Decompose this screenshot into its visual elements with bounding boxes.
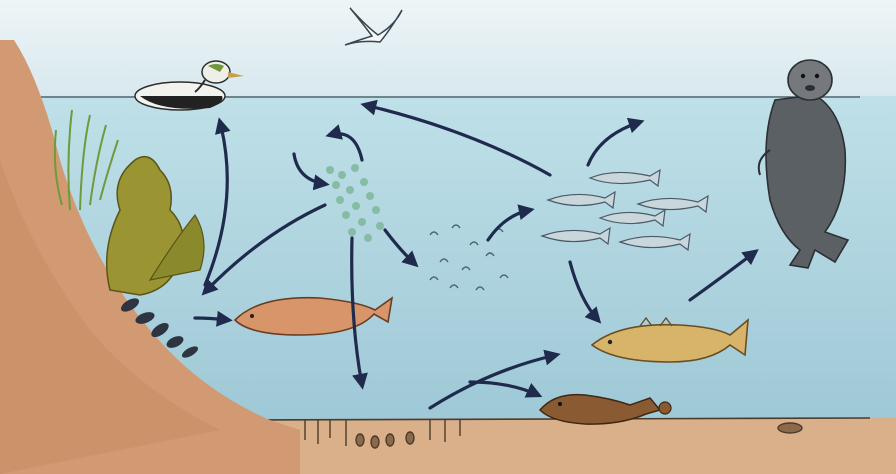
sky: [0, 0, 896, 100]
